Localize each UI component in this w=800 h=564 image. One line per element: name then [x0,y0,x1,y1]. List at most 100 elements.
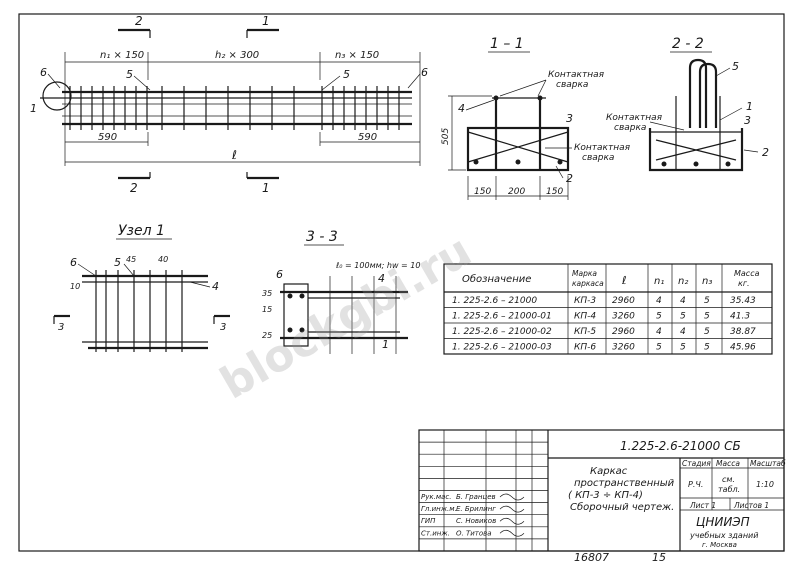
node-vertical-bars [95,270,183,352]
callout: 1 [382,338,389,351]
dim-label: ℓ [231,148,237,162]
col-header: Стадия [682,459,711,468]
callout: 5 [126,68,133,81]
table-cell: КП-5 [574,327,596,337]
signature-scribble [499,505,525,513]
callout: 2 [762,146,769,159]
node-1-view: Узел 1 6 5 4 10 45 40 3 3 [53,223,230,352]
dim-label: 590 [358,132,377,143]
callout: 6 [70,256,77,269]
revision-grid [419,430,548,551]
dim-label: 150 [546,187,563,197]
table-cell: 3260 [612,312,635,322]
view-title: 2 - 2 [672,36,704,52]
sheet-border [18,13,785,552]
table-cell: 5 [680,312,686,322]
table-cell: 5 [704,327,710,337]
section-label: 3 [220,322,226,333]
callout: 4 [378,272,385,285]
spacing-label: n₁ × 150 [100,50,144,61]
table-cell: 4 [656,296,662,306]
section-label: 2 [130,181,138,195]
dim-label: 35 [262,289,272,298]
section-3-3-view: 3 - 3 ℓ₀ = 100мм; hw = 10 6 4 1 35 15 25 [262,229,420,354]
title-block: 1.225-2.6-21000 СБ Каркас пространственн… [418,429,786,552]
section-outline [466,126,570,172]
weld-label: Контактная [606,113,663,123]
table-cell: 1. 225-2.6 – 21000 [452,296,537,306]
signature-role: Гл.инж.м. [421,505,457,513]
signature-role: ГИП [421,517,436,525]
section-2-2-view: 2 - 2 5 1 3 2 Контактная сварка [606,36,769,172]
dim-label: 200 [508,187,525,197]
signature-name: Е. Брилинг [456,505,496,513]
table-cell: КП-6 [574,343,596,353]
weld-label: сварка [614,123,646,133]
table-cell: 35.43 [730,296,756,306]
dim-label: 150 [474,187,491,197]
table-header: ℓ [621,274,627,287]
dim-height: 505 [441,128,451,145]
callout: 6 [40,66,47,79]
callout: 1 [30,102,37,115]
table-cell: 1. 225-2.6 – 21000-01 [452,312,552,322]
stirrup-group [69,86,400,130]
callout: 2 [566,172,573,185]
watermark-image: blockgbi.ru [212,225,480,409]
mass: см. [722,475,735,484]
formula: ℓ₀ = 100мм; hw = 10 [335,261,420,270]
table-cell: КП-4 [574,312,596,322]
table-header: Масса [734,269,760,278]
table-cell: 45.96 [730,343,756,353]
specification-table: Обозначение Марка каркаса ℓ n₁ n₂ n₃ Мас… [443,263,773,355]
title-line: ( КП-3 ÷ КП-4) [568,490,643,501]
node-1-circle [42,81,72,111]
table-header: Марка [572,269,597,278]
signature-name: С. Новиков [456,517,496,525]
table-cell: 1. 225-2.6 – 21000-03 [452,343,552,353]
spacing-label: h₂ × 300 [215,50,259,61]
scale: 1:10 [756,480,774,489]
sheets: Листов 1 [733,501,769,510]
section-label: 1 [262,14,270,28]
table-cell: 4 [680,296,686,306]
doc-number: 1.225-2.6-21000 СБ [620,439,741,453]
table-cell: 5 [704,343,710,353]
col-header: Масса [716,459,740,468]
table-cell: 3260 [612,343,635,353]
signature-name: Б. Гранцев [456,493,496,501]
table-header: каркаса [572,279,604,288]
title-line: пространственный [574,478,675,489]
sheet: Лист 1 [689,501,716,510]
org-name: г. Москва [702,541,737,549]
callout: 3 [744,114,751,127]
weld-label: сварка [582,153,614,163]
callout: 5 [732,60,739,73]
spacing-label: n₃ × 150 [335,50,379,61]
table-cell: 2960 [612,327,635,337]
section-label: 3 [58,322,64,333]
view-title: 1 – 1 [490,36,524,52]
signature-scribble [499,529,525,537]
table-cell: 5 [704,296,710,306]
dim-label: 45 [126,255,136,264]
dim-label: 15 [262,305,272,314]
table-cell: 2960 [612,296,635,306]
dim-label: 25 [262,331,272,340]
mass: табл. [718,485,740,494]
table-cell: 1. 225-2.6 – 21000-02 [452,327,552,337]
weld-label: Контактная [548,70,605,80]
signature-role: Рук.мас. [421,493,451,501]
table-cell: 5 [704,312,710,322]
table-header: n₂ [678,276,688,287]
table-cell: 4 [680,327,686,337]
table-header: n₁ [654,276,664,287]
table-header: n₃ [702,276,712,287]
section-label: 2 [135,14,143,28]
stage: Р.Ч. [688,480,703,489]
title-line: Каркас [590,466,628,477]
col-header: Масштаб [750,459,786,468]
callout: 4 [458,102,465,115]
